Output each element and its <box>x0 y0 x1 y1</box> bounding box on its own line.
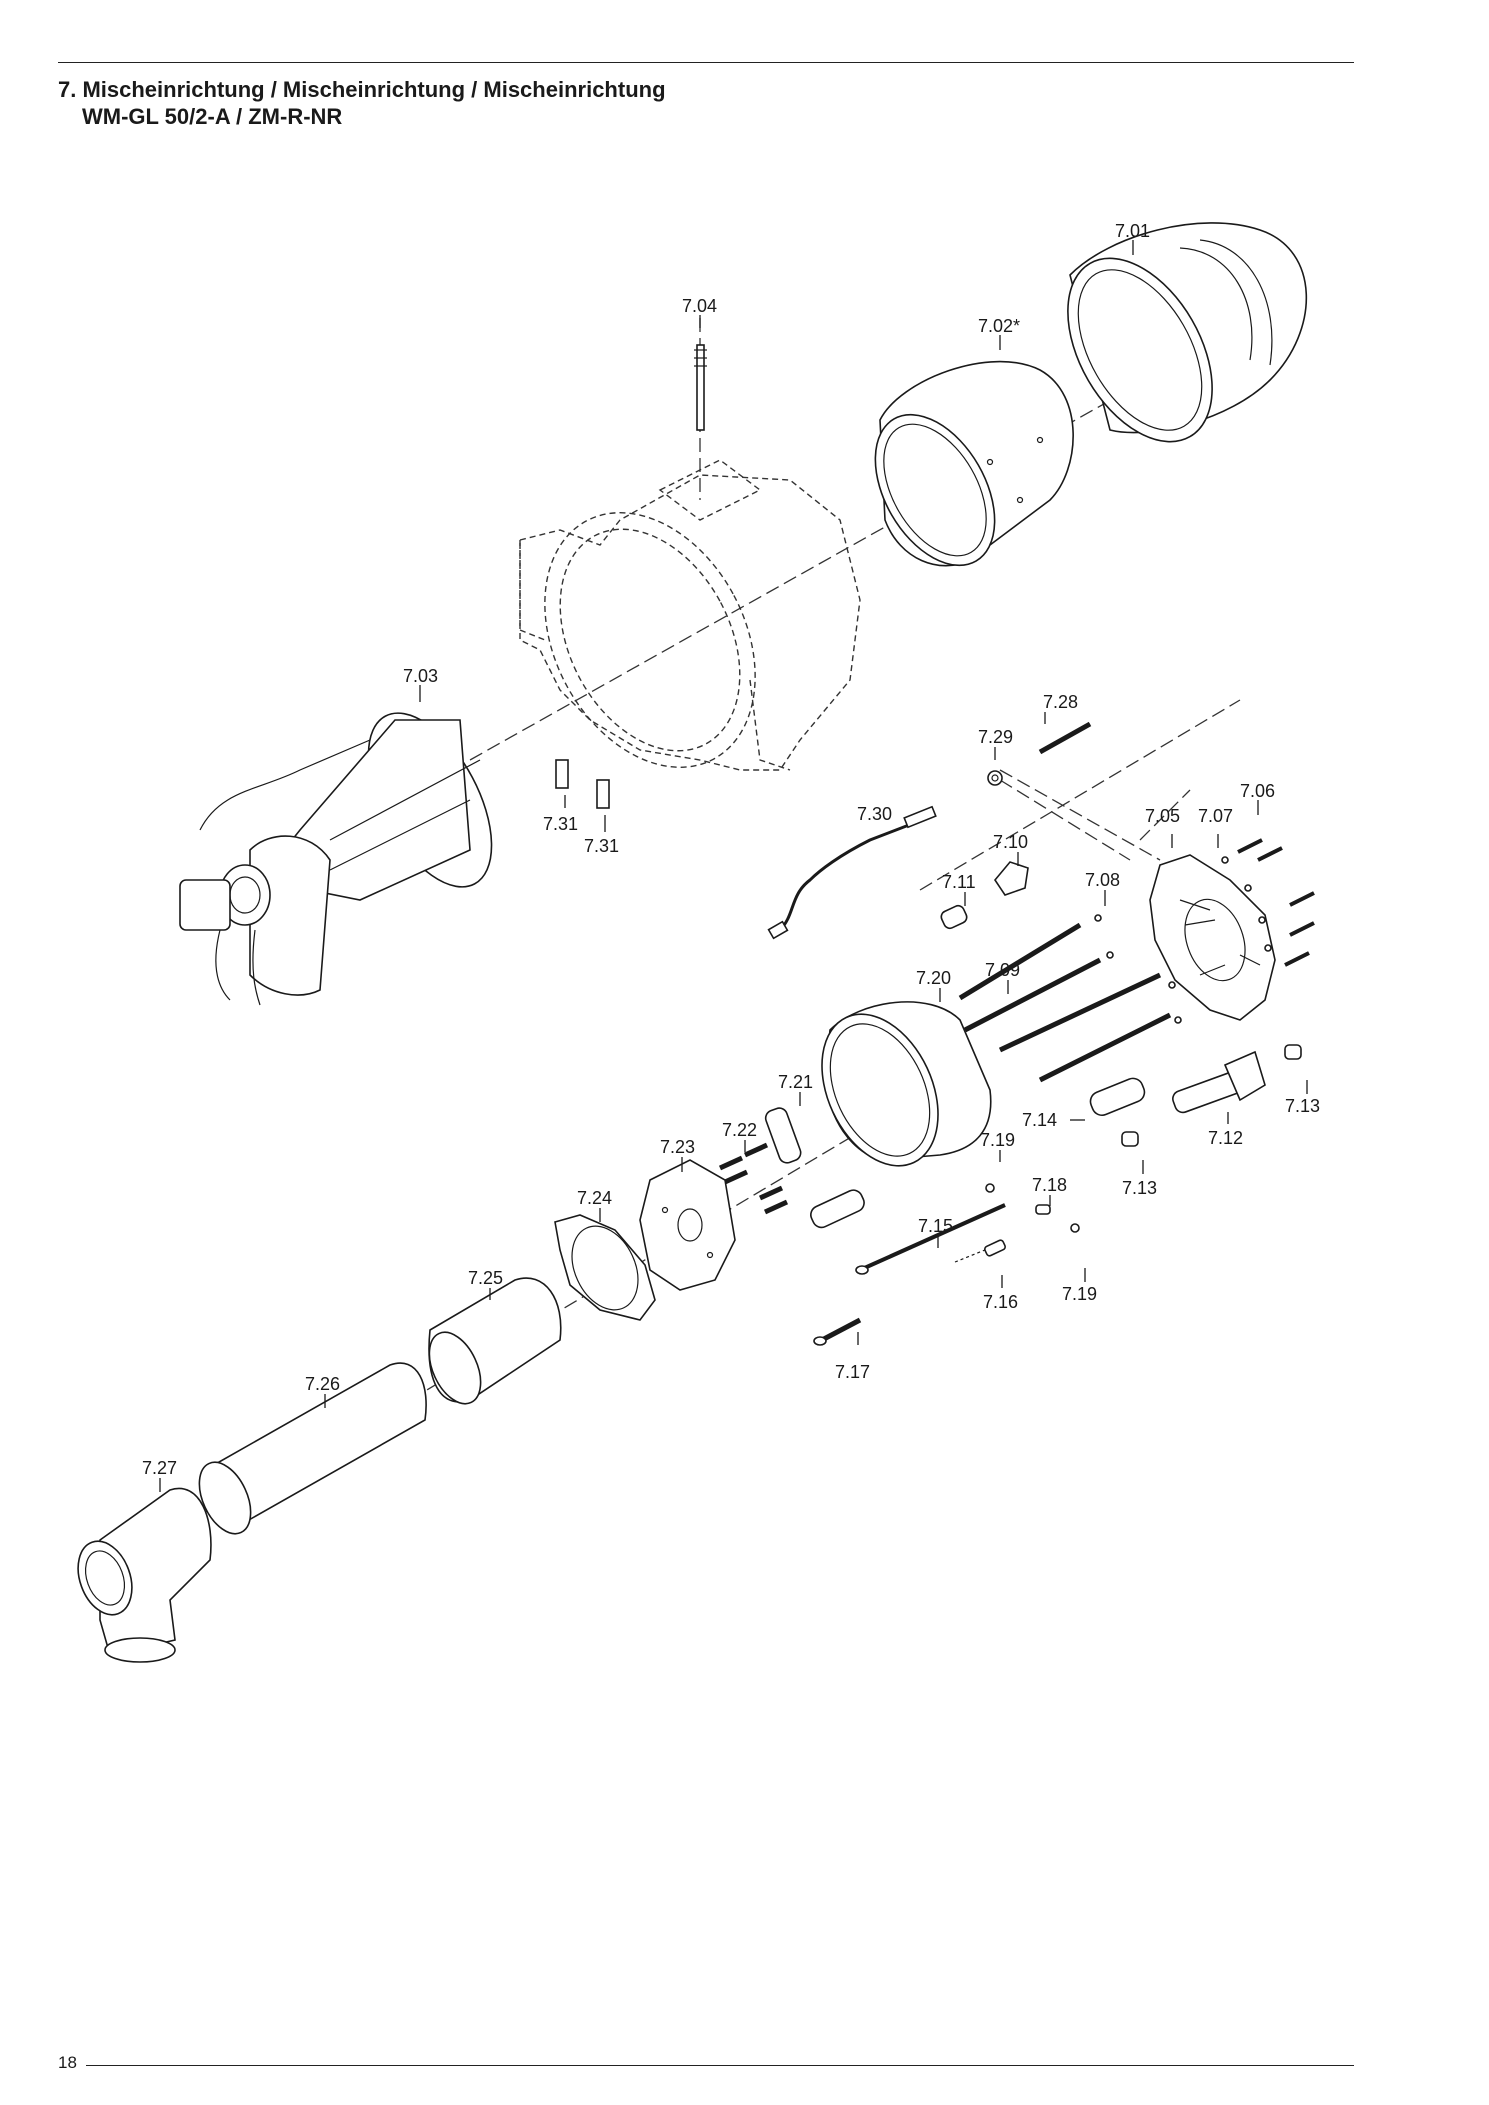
callout-7-27: 7.27 <box>142 1458 177 1478</box>
part-7-06-screws <box>1237 838 1315 967</box>
part-7-18-holder <box>1035 1204 1051 1215</box>
callout-7-08: 7.08 <box>1085 870 1120 890</box>
part-7-11-sleeve <box>940 904 968 930</box>
part-7-20-baffle-ring <box>821 1001 992 1167</box>
part-7-21-pipe <box>764 1107 865 1229</box>
part-7-07-washers <box>1221 856 1272 952</box>
callout-7-25: 7.25 <box>468 1268 503 1288</box>
part-7-10-nozzle-holder <box>994 861 1029 896</box>
callout-7-05: 7.05 <box>1145 806 1180 826</box>
title-line-2: WM-GL 50/2-A / ZM-R-NR <box>82 104 343 129</box>
title-line-1: 7. Mischeinrichtung / Mischeinrichtung /… <box>58 77 666 102</box>
part-7-30-ignition-cable <box>767 805 937 940</box>
bottom-rule <box>86 2065 1354 2066</box>
part-7-09-guide-rods <box>958 922 1172 1083</box>
callout-7-18: 7.18 <box>1032 1175 1067 1195</box>
part-7-05-flange-plate <box>1149 854 1276 1021</box>
callout-7-31-a: 7.31 <box>543 814 578 834</box>
part-7-12-nozzle-body <box>1172 1050 1266 1114</box>
part-7-13-caps <box>1121 1044 1302 1147</box>
callout-7-26: 7.26 <box>305 1374 340 1394</box>
part-7-29-nut <box>987 770 1003 786</box>
part-7-15-electrode <box>855 1203 1006 1275</box>
part-7-04-stud <box>694 344 707 431</box>
callout-7-06: 7.06 <box>1240 781 1275 801</box>
callout-7-11: 7.11 <box>942 872 976 892</box>
callout-7-14: 7.14 <box>1022 1110 1057 1130</box>
callout-7-29: 7.29 <box>978 727 1013 747</box>
part-7-03-mixing-head-assembly <box>179 712 493 1006</box>
part-7-22-pins <box>718 1142 789 1215</box>
callout-7-31-b: 7.31 <box>584 836 619 856</box>
callout-7-28: 7.28 <box>1043 692 1078 712</box>
part-7-17-electrode <box>813 1317 862 1346</box>
callout-7-12: 7.12 <box>1208 1128 1243 1148</box>
part-7-08-o-ring <box>1094 914 1182 1024</box>
callout-7-20: 7.20 <box>916 968 951 988</box>
part-7-02-ring <box>874 360 1074 567</box>
callout-7-01: 7.01 <box>1115 221 1150 241</box>
part-7-16-connector <box>954 1239 1006 1263</box>
part-7-24-flange <box>554 1214 656 1321</box>
callout-7-23: 7.23 <box>660 1137 695 1157</box>
callout-7-13-b: 7.13 <box>1122 1178 1157 1198</box>
callout-7-02: 7.02* <box>978 316 1020 336</box>
assembly-axis-lines <box>199 318 1241 1516</box>
callout-7-10: 7.10 <box>993 832 1028 852</box>
part-7-26-extension-tube <box>198 1362 427 1535</box>
part-7-19-rings <box>985 1183 1080 1233</box>
page-number: 18 <box>58 2053 77 2072</box>
callout-7-13-a: 7.13 <box>1285 1096 1320 1116</box>
callout-7-19-a: 7.19 <box>980 1130 1015 1150</box>
page-title: 7. Mischeinrichtung / Mischeinrichtung /… <box>58 76 666 130</box>
burner-housing-outline <box>519 459 861 771</box>
callout-7-30: 7.30 <box>857 804 892 824</box>
callout-7-21: 7.21 <box>778 1072 813 1092</box>
part-7-14-nozzle <box>1089 1077 1146 1117</box>
part-7-27-elbow <box>77 1487 212 1663</box>
callout-7-24: 7.24 <box>577 1188 612 1208</box>
top-rule <box>58 62 1354 63</box>
part-7-28-electrode-rod <box>1038 721 1092 755</box>
callout-7-17: 7.17 <box>835 1362 870 1382</box>
callout-7-03: 7.03 <box>403 666 438 686</box>
part-7-01-air-tube <box>1067 222 1308 443</box>
callout-7-19-b: 7.19 <box>1062 1284 1097 1304</box>
callout-7-15: 7.15 <box>918 1216 953 1236</box>
part-7-31-clips <box>555 759 610 809</box>
callout-7-22: 7.22 <box>722 1120 757 1140</box>
callout-7-04: 7.04 <box>682 296 717 316</box>
callout-7-09: 7.09 <box>985 960 1020 980</box>
part-7-23-swirl-plate <box>639 1159 736 1291</box>
callout-leaders <box>159 240 1308 1492</box>
part-7-25-flame-tube <box>428 1277 562 1405</box>
callout-labels: 7.01 7.02* 7.04 7.03 7.28 7.29 7.06 7.07… <box>142 221 1320 1478</box>
callout-7-07: 7.07 <box>1198 806 1233 826</box>
callout-7-16: 7.16 <box>983 1292 1018 1312</box>
